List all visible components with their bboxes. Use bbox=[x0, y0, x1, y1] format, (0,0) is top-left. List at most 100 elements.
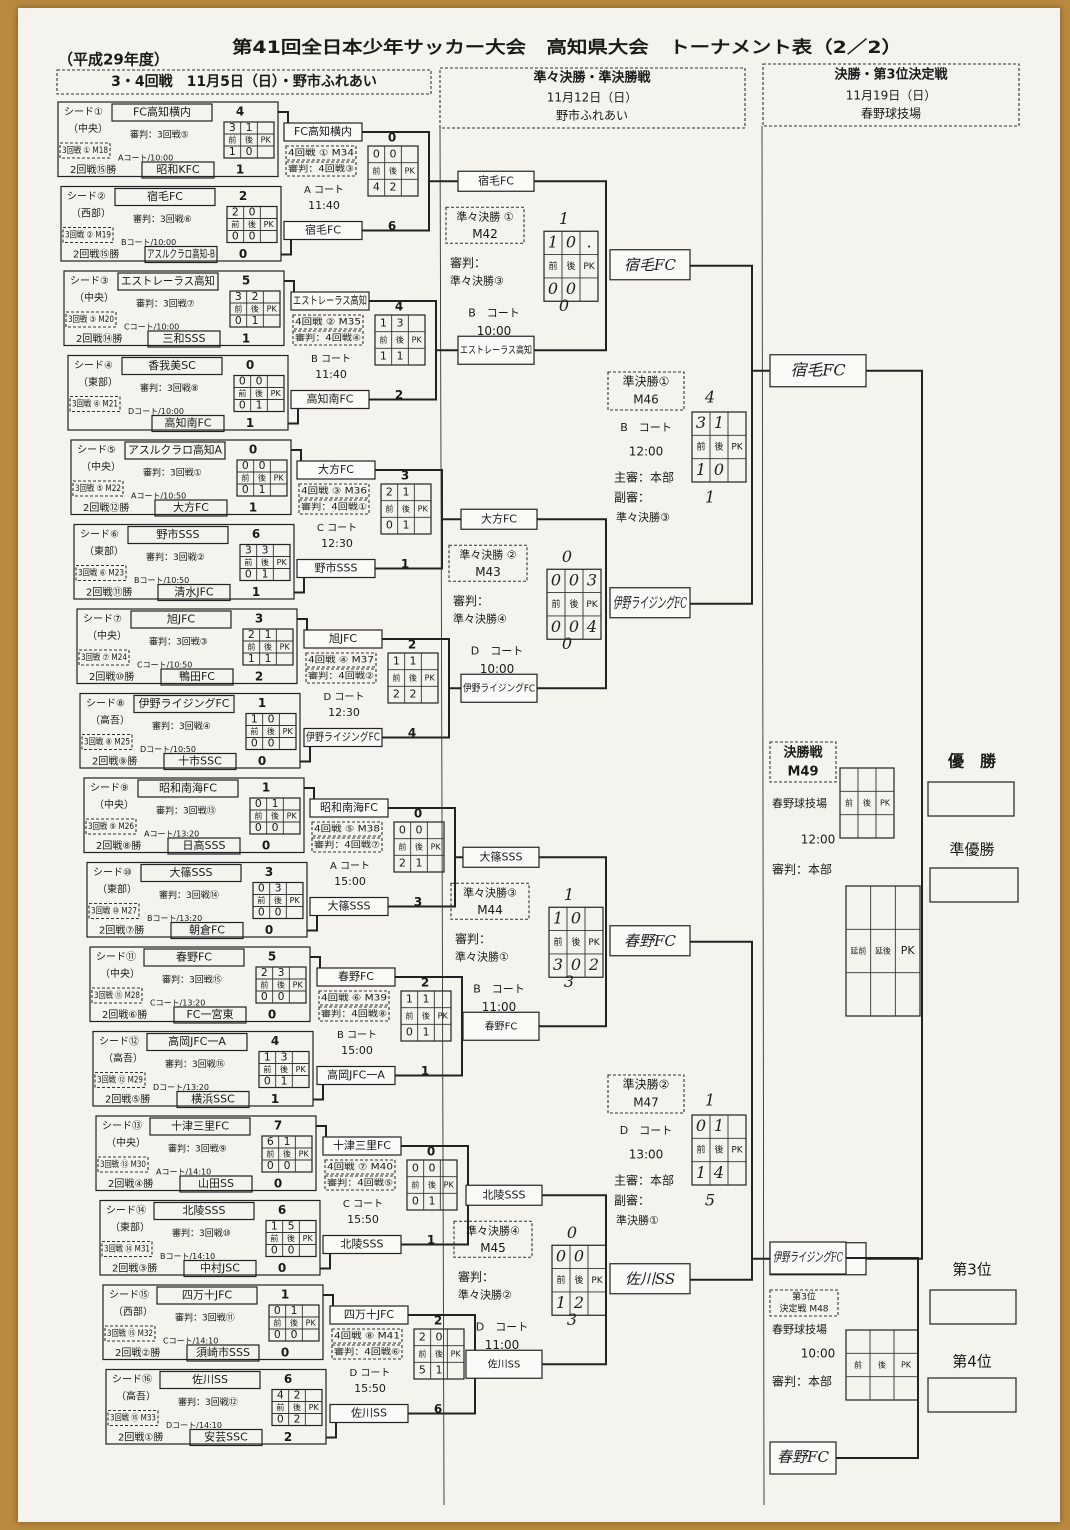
r3-11-seed-total: 5 bbox=[268, 950, 276, 964]
qf-1-score-h1: 1 bbox=[548, 232, 558, 251]
qf-1-total-bot: 0 bbox=[559, 296, 569, 315]
r3-16-match-box bbox=[107, 1409, 159, 1427]
sf-1-score-h1: 1 bbox=[714, 413, 724, 432]
r4-1-score-grid bbox=[367, 145, 419, 197]
section-final-box bbox=[762, 63, 1020, 127]
r3-4-score-grid bbox=[233, 374, 285, 413]
r3-10-win-total: 0 bbox=[265, 923, 273, 937]
r3-16-court: Dコート/14:10 bbox=[166, 1421, 222, 1430]
r3-14-region: （東部） bbox=[110, 1221, 150, 1234]
third-grid-grid-header: PK bbox=[901, 1361, 912, 1370]
r3-14-grid-header: 前 bbox=[270, 1233, 278, 1243]
r3-16-box bbox=[105, 1368, 327, 1445]
third-bracket bbox=[836, 1257, 919, 1459]
qf-2-score-h1: 0 bbox=[551, 570, 561, 589]
r3-15-grid-header: PK bbox=[306, 1319, 317, 1328]
third-time: 10:00 bbox=[801, 1347, 836, 1361]
r4-8-score-h2: 1 bbox=[436, 1364, 443, 1377]
r3-8-match-box bbox=[81, 733, 133, 751]
r3-15-ref: 審判：3回戦⑪ bbox=[175, 1312, 235, 1324]
r3-1-region: （中央） bbox=[68, 122, 108, 135]
r3-12-seed-no: シード⑫ bbox=[99, 1036, 139, 1048]
qf-2-winner-box bbox=[609, 587, 691, 619]
r3-4-seed-team: 香我美SC bbox=[148, 359, 196, 372]
r4-1-match-box bbox=[285, 145, 357, 161]
r3-4-grid-header: PK bbox=[271, 389, 282, 398]
r4-2-grid-header: 前 bbox=[379, 335, 387, 345]
r3-16-win-team: 安芸SSC bbox=[204, 1430, 248, 1444]
r3-16-grid-header: 前 bbox=[276, 1402, 284, 1412]
r4-3-grid-header: 前 bbox=[385, 504, 393, 514]
r3-10-ref: 審判：3回戦⑭ bbox=[159, 889, 219, 901]
r3-10-win-team-box bbox=[170, 921, 244, 940]
r3-2-court: Bコート/10:00 bbox=[121, 238, 176, 247]
r3-2-win-team: アスルクラロ高知-B bbox=[147, 247, 215, 261]
qf-4-bot-name: 佐川SS bbox=[488, 1358, 521, 1370]
qf-3-score-h1: 0 bbox=[571, 908, 581, 927]
r3-6-win-team: 清水JFC bbox=[174, 586, 214, 599]
r4-8-court: D コート bbox=[350, 1368, 391, 1379]
sf-2-total-bot: 5 bbox=[705, 1191, 715, 1210]
r3-3-winner-label: 2回戦⑭勝 bbox=[76, 332, 122, 345]
r3-3-match-box bbox=[65, 311, 117, 328]
qf-2-ref-label: 審判： bbox=[453, 593, 489, 608]
sf-1-time: 12:00 bbox=[629, 445, 664, 459]
r3-10-winner-label: 2回戦⑦勝 bbox=[99, 924, 144, 937]
r3-5-ref: 審判：3回戦① bbox=[143, 467, 202, 479]
r3-11-match: 3回戦 ⑪ M28 bbox=[94, 990, 140, 1001]
qf-2-time: 10:00 bbox=[480, 662, 515, 676]
r4-3-top-name: 大方FC bbox=[318, 462, 354, 476]
r3-11-score-h1: 3 bbox=[278, 966, 285, 979]
third-place-box bbox=[929, 1289, 1017, 1325]
sf-2-grid-header: 後 bbox=[714, 1144, 723, 1156]
r3-5-win-team-box bbox=[154, 499, 228, 517]
r3-14-seed-total: 6 bbox=[278, 1203, 286, 1217]
final-match: 決勝戦 bbox=[783, 745, 823, 761]
r4-6-court: B コート bbox=[337, 1030, 377, 1041]
r3-16-winner-label: 2回戦①勝 bbox=[118, 1431, 163, 1444]
r3-1-score-h2: 1 bbox=[229, 145, 236, 158]
r3-3-seed-no: シード③ bbox=[70, 276, 109, 287]
r3-10-seed-team-box bbox=[140, 863, 242, 883]
qf-4-winner-box bbox=[609, 1263, 691, 1295]
r3-8-region: （高吾） bbox=[90, 714, 130, 727]
r3-7-match: 3回戦 ⑦ M24 bbox=[81, 652, 127, 663]
r3-5-score-h1: 0 bbox=[259, 459, 266, 472]
sf-1-grid-header: 後 bbox=[714, 441, 723, 453]
r3-1-seed-team-box bbox=[111, 103, 213, 122]
sf-1-total-top: 4 bbox=[704, 388, 715, 407]
r4-3-score-grid bbox=[380, 483, 432, 535]
r3-9-seed-total: 1 bbox=[262, 781, 270, 795]
r3-11-grid-header: 後 bbox=[277, 980, 285, 990]
r3-4-seed-total: 0 bbox=[246, 358, 254, 372]
final-grid-grid-header: PK bbox=[880, 799, 891, 808]
sf-2-sub-ref-match: 準決勝① bbox=[616, 1213, 659, 1227]
qf-2-grid-header: 前 bbox=[551, 598, 560, 610]
qf-2-match-box bbox=[448, 544, 528, 582]
r4-5-score-h2: 2 bbox=[399, 857, 406, 870]
r4-8-ref-box bbox=[331, 1344, 403, 1360]
r3-1-score-h1: 1 bbox=[246, 121, 253, 134]
r3-1-grid-header: 後 bbox=[245, 135, 253, 145]
r3-13-seed-total: 7 bbox=[274, 1119, 282, 1133]
r4-3-score-h1: 1 bbox=[403, 485, 410, 498]
r4-6-total-bot: 1 bbox=[421, 1064, 429, 1078]
r3-4-grid-header: 後 bbox=[255, 388, 263, 398]
r3-6-seed-no: シード⑥ bbox=[80, 530, 119, 541]
qf-2-score-h2: 4 bbox=[586, 617, 597, 636]
sf-2-score-h1: 0 bbox=[696, 1116, 706, 1135]
r3-14-match: 3回戦 ⑭ M31 bbox=[104, 1244, 150, 1255]
r3-13-win-total: 0 bbox=[274, 1177, 282, 1191]
r4-4-ref-box bbox=[305, 668, 377, 684]
r3-3-ref: 審判：3回戦⑦ bbox=[136, 298, 195, 310]
r3-3-score-h2: 1 bbox=[252, 314, 259, 327]
r3-7-box bbox=[76, 608, 298, 685]
r4-1-grid-header: PK bbox=[405, 167, 416, 176]
r4-6-score-grid bbox=[400, 990, 452, 1042]
r3-16-grid-header: PK bbox=[309, 1403, 320, 1412]
r3-3-score-grid bbox=[229, 290, 281, 328]
qf-1-mnum: M42 bbox=[472, 227, 498, 241]
r3-3-win-total: 1 bbox=[242, 332, 250, 346]
r3-6-court: Bコート/10:50 bbox=[134, 576, 189, 585]
